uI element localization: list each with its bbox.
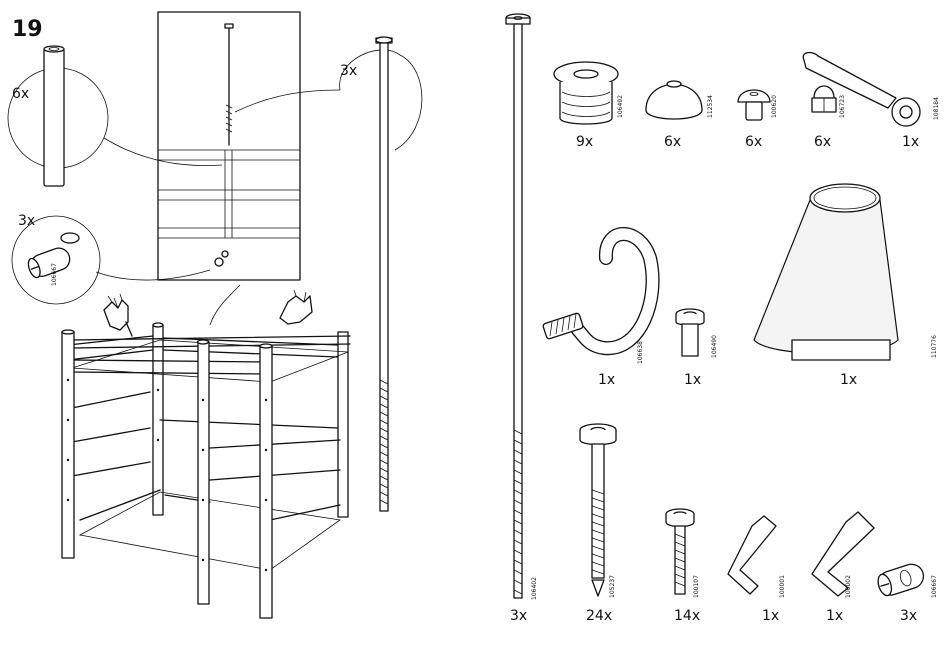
barrel-nut-code: 106667 xyxy=(51,263,58,286)
bunk-bed-illustration xyxy=(62,323,350,618)
part-qty: 6x xyxy=(814,134,831,150)
part-code: 106638 xyxy=(637,341,644,364)
long-bolt-qty: 3x xyxy=(340,63,357,79)
part-acorn: 106723 6x xyxy=(812,86,846,150)
part-qty: 9x xyxy=(576,134,593,150)
pointing-hand-icon xyxy=(280,290,312,324)
pointing-hand-icon xyxy=(104,294,132,336)
part-code: 108184 xyxy=(933,97,940,120)
part-qty: 1x xyxy=(902,134,919,150)
part-bolt1: 105237 24x xyxy=(580,424,616,624)
part-qty: 1x xyxy=(762,608,779,624)
part-cap: 106492 9x xyxy=(554,62,624,150)
part-qty: 1x xyxy=(598,372,615,388)
part-qty: 14x xyxy=(674,608,700,624)
part-code: 106723 xyxy=(839,95,846,118)
part-qty: 1x xyxy=(684,372,701,388)
dowel-qty: 6x xyxy=(12,86,29,102)
part-barrel: 106667 3x xyxy=(875,561,938,624)
part-code: 100002 xyxy=(845,575,852,598)
barrel-nut-qty: 3x xyxy=(18,213,35,229)
detail-panel xyxy=(158,12,300,325)
part-sleeve: 106490 1x xyxy=(676,309,718,388)
part-hook: 106638 1x xyxy=(542,234,652,388)
part-qty: 6x xyxy=(745,134,762,150)
part-code: 106492 xyxy=(617,95,624,118)
part-hex2: 100002 1x xyxy=(812,512,874,624)
part-code: 110776 xyxy=(931,335,938,358)
part-hex1: 100001 1x xyxy=(728,516,786,624)
step-number: 19 xyxy=(12,17,43,42)
part-dome: 112534 6x xyxy=(646,81,714,150)
part-qty: 1x xyxy=(840,372,857,388)
part-qty: 3x xyxy=(900,608,917,624)
part-qty: 1x xyxy=(826,608,843,624)
part-bolt2: 100107 14x xyxy=(666,509,700,624)
part-code: 112534 xyxy=(707,95,714,118)
part-qty: 3x xyxy=(510,608,527,624)
part-code: 106490 xyxy=(711,335,718,358)
part-code: 106402 xyxy=(531,577,538,600)
part-qty: 6x xyxy=(664,134,681,150)
part-code: 105237 xyxy=(609,575,616,598)
part-lamp: 110776 1x xyxy=(754,184,938,388)
part-mush: 100620 6x xyxy=(738,90,778,150)
part-code: 100001 xyxy=(779,575,786,598)
part-code: 100620 xyxy=(771,95,778,118)
part-qty: 24x xyxy=(586,608,612,624)
part-code: 100107 xyxy=(693,575,700,598)
part-rod: 106402 3x xyxy=(506,14,538,624)
part-code: 106667 xyxy=(931,575,938,598)
